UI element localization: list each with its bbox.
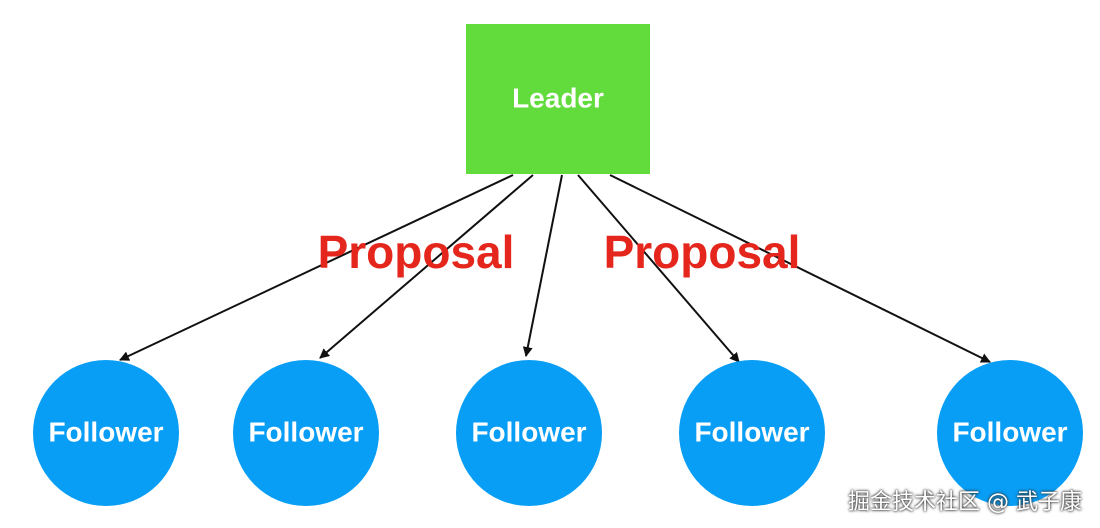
follower-circle [233, 360, 379, 506]
proposal-label-right: Proposal [604, 226, 801, 278]
arrow-to-follower-5 [609, 174, 991, 363]
proposal-label-left: Proposal [318, 226, 515, 278]
follower-node-3: Follower [456, 360, 602, 506]
follower-label: Follower [248, 416, 363, 447]
follower-label: Follower [48, 416, 163, 447]
leader-label: Leader [512, 82, 604, 113]
follower-label: Follower [694, 416, 809, 447]
arrow-to-follower-1 [119, 174, 514, 361]
watermark: 掘金技术社区 @ 武子康 [848, 490, 1082, 515]
follower-label: Follower [471, 416, 586, 447]
arrow-to-follower-3 [522, 174, 563, 357]
follower-node-4: Follower [679, 360, 825, 506]
follower-node-5: Follower [937, 360, 1083, 506]
follower-circle [679, 360, 825, 506]
follower-circle [937, 360, 1083, 506]
follower-circle [456, 360, 602, 506]
follower-circle [33, 360, 179, 506]
leader-node: Leader [466, 24, 650, 174]
follower-node-2: Follower [233, 360, 379, 506]
follower-node-1: Follower [33, 360, 179, 506]
follower-label: Follower [952, 416, 1067, 447]
leader-box [466, 24, 650, 174]
arrow-to-follower-2 [319, 174, 534, 359]
arrow-to-follower-4 [577, 174, 740, 363]
